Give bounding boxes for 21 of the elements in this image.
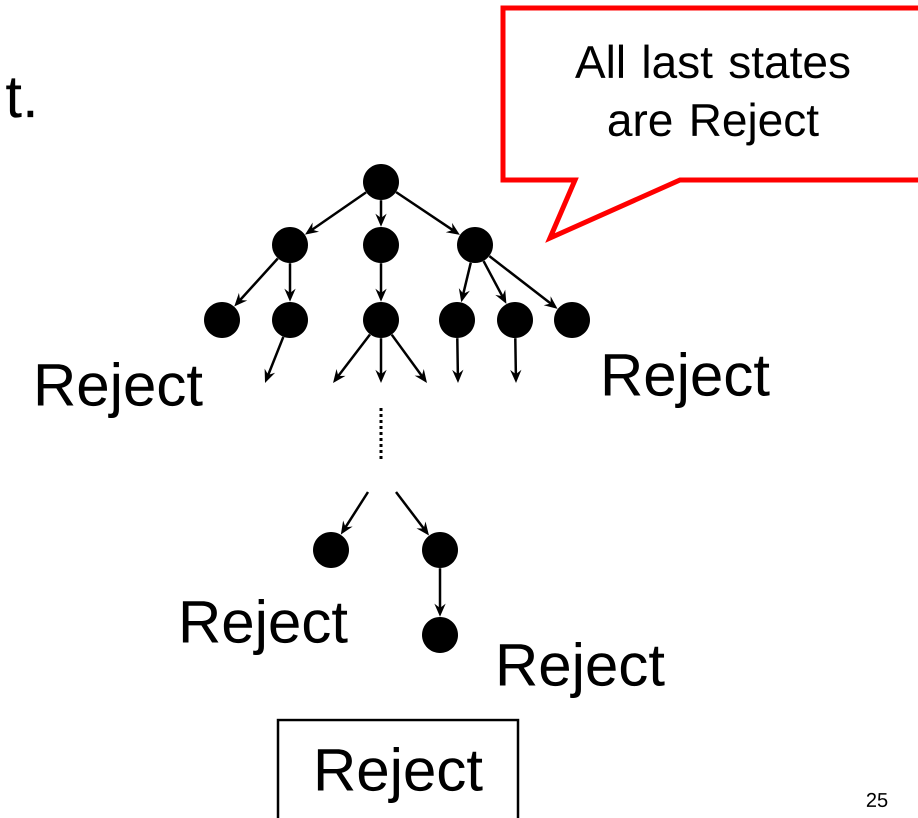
reject-label: Reject [182, 599, 348, 655]
callout-bubble: All last states are Reject [500, 6, 918, 243]
reject-label: Reject [38, 362, 203, 418]
state-dot [204, 302, 240, 338]
state-dot [457, 227, 493, 263]
state-dot [272, 302, 308, 338]
state-dot [422, 532, 458, 568]
state-dot [554, 302, 590, 338]
state-dot [439, 302, 475, 338]
state-dot [497, 302, 533, 338]
label-text: t. [6, 78, 34, 118]
state-dot [363, 164, 399, 200]
state-dot [272, 227, 308, 263]
state-dot [313, 532, 349, 568]
state-dot [422, 617, 458, 653]
reject-label: Reject [500, 642, 665, 698]
reject-label: Reject [604, 352, 770, 408]
page-number: 25 [866, 792, 888, 808]
state-dot [363, 227, 399, 263]
state-dot [363, 302, 399, 338]
boxed-result: Reject [276, 718, 520, 818]
